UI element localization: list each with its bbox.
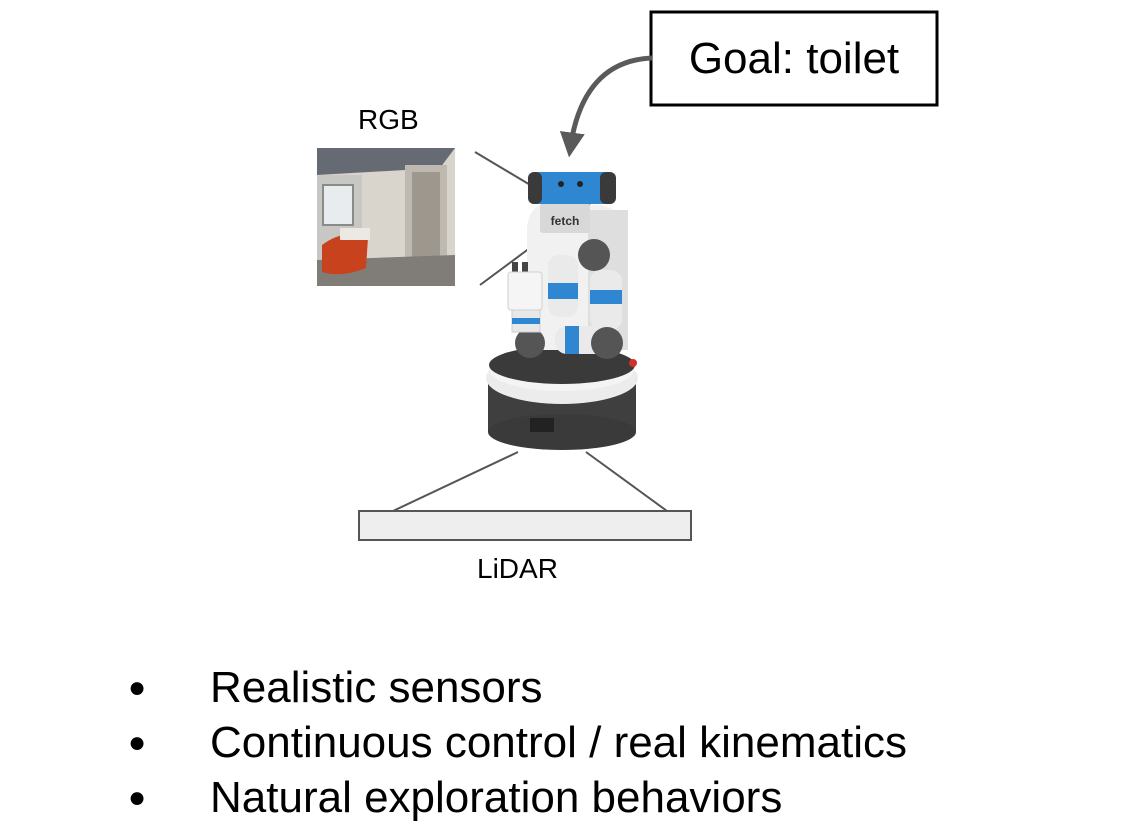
rgb-label: RGB	[358, 104, 419, 135]
fetch-robot: fetch	[486, 172, 638, 450]
feature-item: ● Natural exploration behaviors	[120, 770, 907, 825]
robot-brand-text: fetch	[551, 214, 580, 228]
lidar-sightline-left	[392, 451, 519, 512]
rgb-camera-image	[317, 148, 455, 286]
lidar-sightline-right	[585, 451, 668, 512]
feature-text: Natural exploration behaviors	[210, 773, 783, 822]
feature-item: ● Continuous control / real kinematics	[120, 715, 907, 770]
bullet-icon: ●	[128, 726, 147, 759]
bullet-icon: ●	[128, 671, 147, 704]
feature-list: ● Realistic sensors ● Continuous control /…	[120, 660, 907, 825]
bullet-icon: ●	[128, 781, 147, 814]
goal-arrow	[559, 55, 653, 158]
lidar-scan-bar	[358, 510, 692, 541]
goal-box	[649, 10, 939, 107]
feature-text: Realistic sensors	[210, 663, 543, 712]
camera-sightline-top	[474, 151, 533, 187]
feature-text: Continuous control / real kinematics	[210, 718, 907, 767]
lidar-label: LiDAR	[477, 553, 558, 584]
feature-item: ● Realistic sensors	[120, 660, 907, 715]
